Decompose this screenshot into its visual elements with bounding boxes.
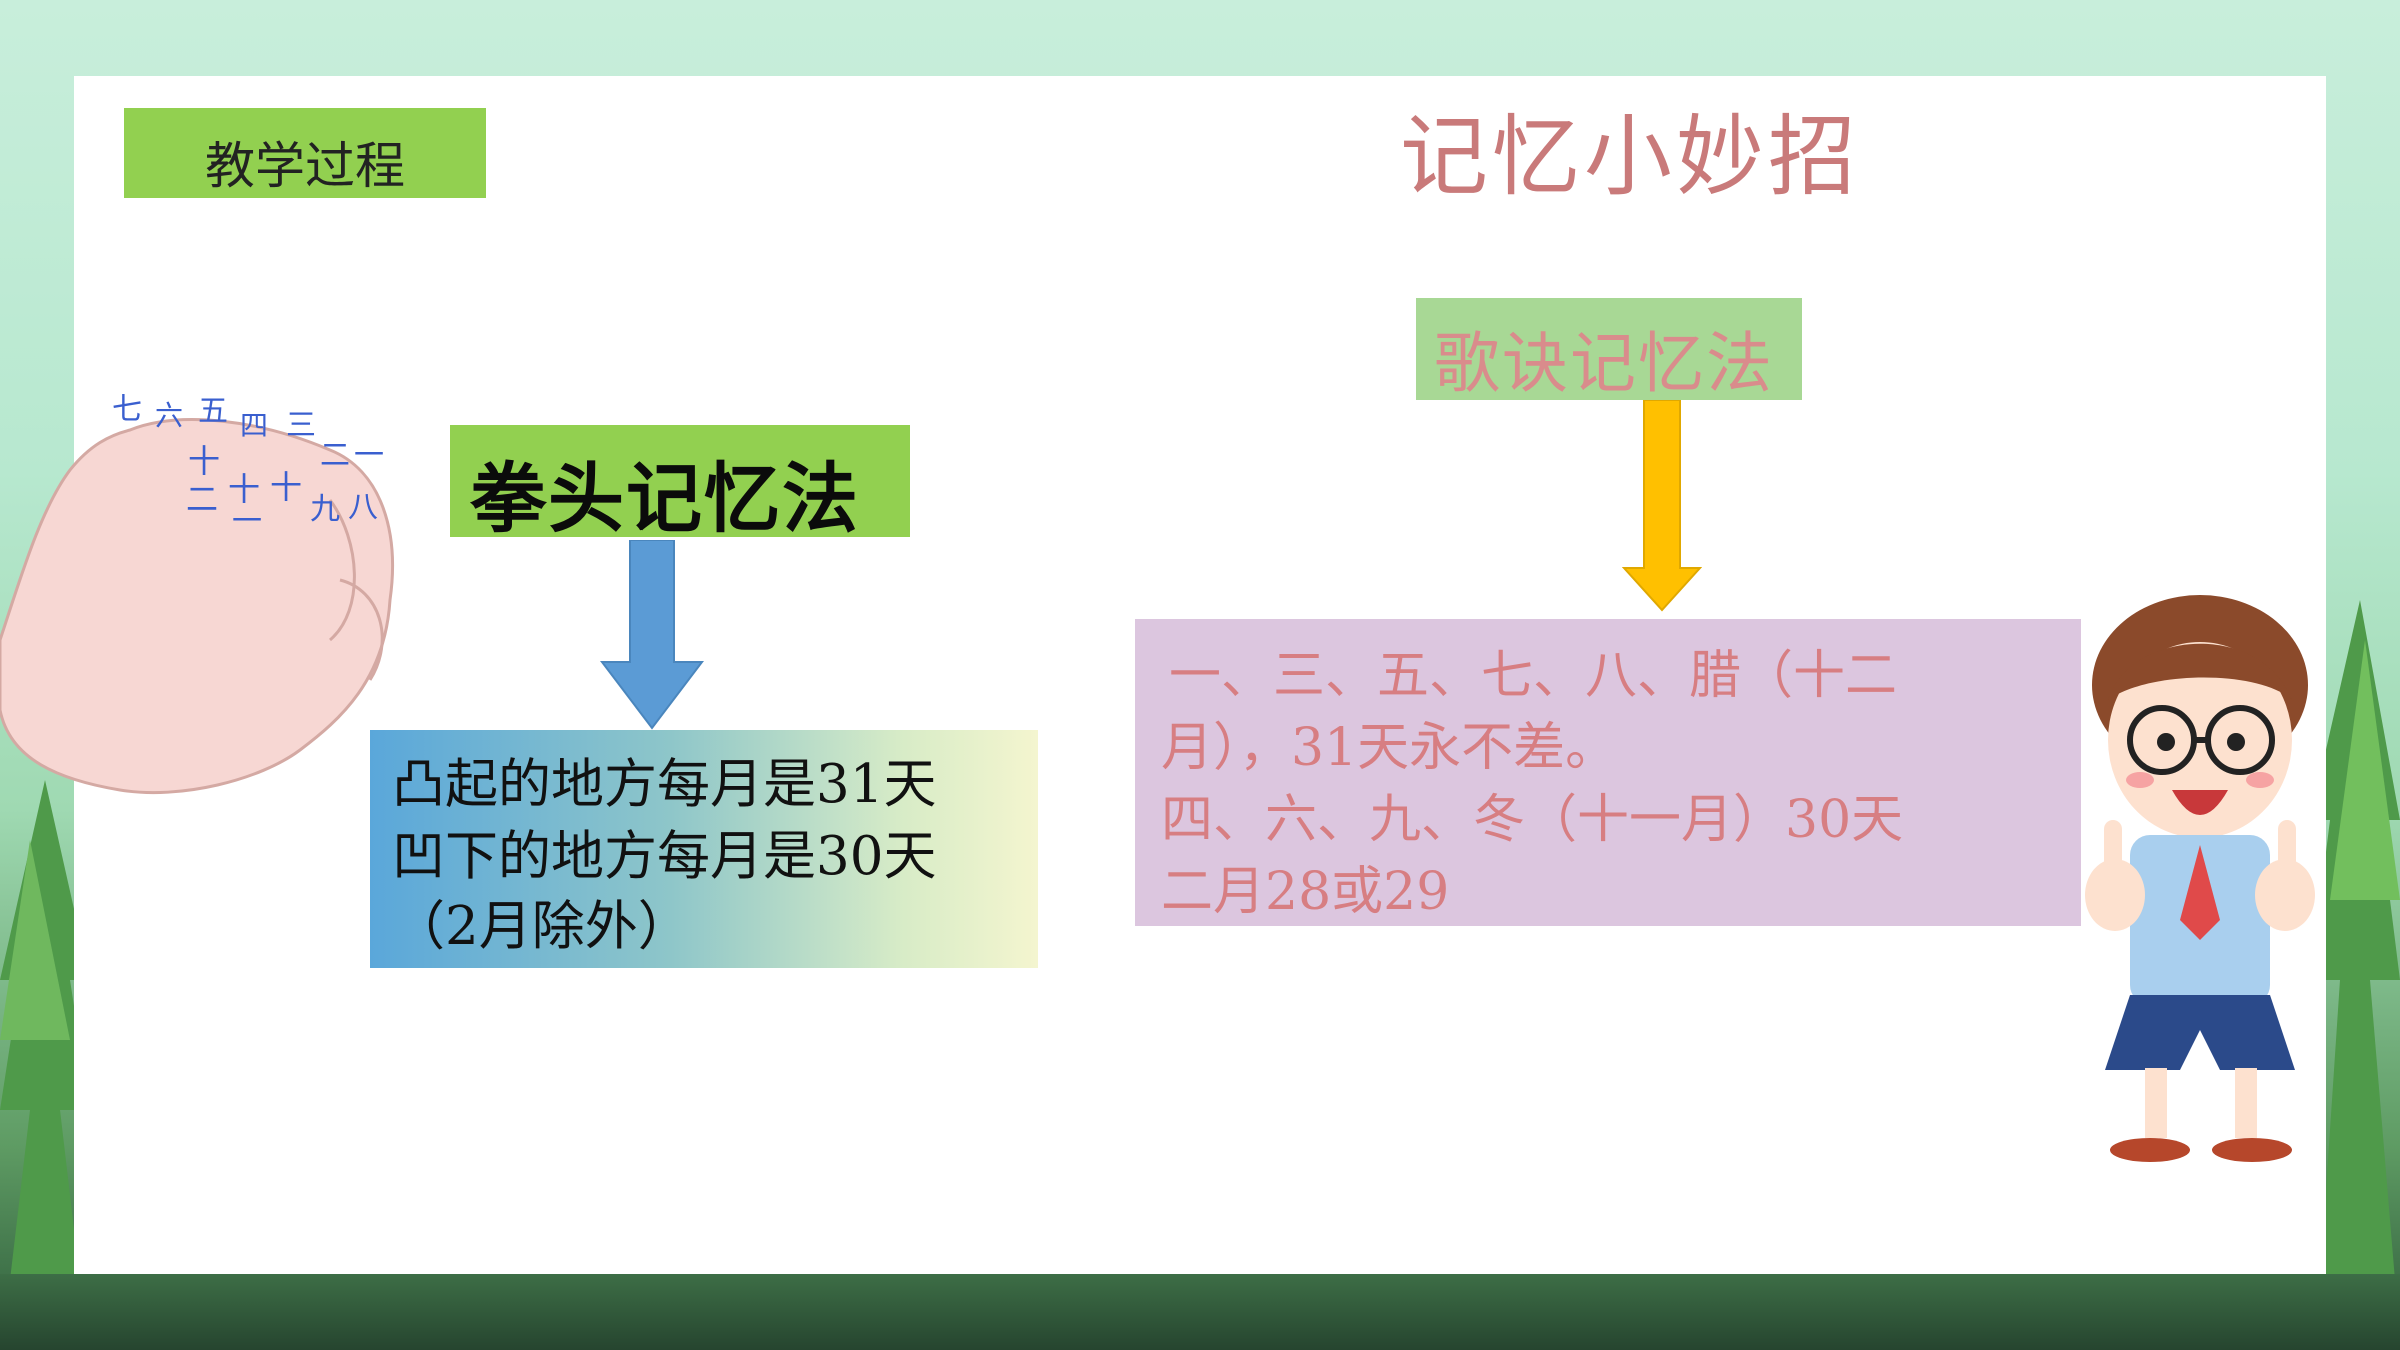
fist-line: （2月除外） [392,896,691,957]
song-line: 月），31天永不差。 [1161,718,1618,778]
song-description-box: 一、三、五、七、八、腊（十二 月），31天永不差。 四、六、九、冬（十一月）30… [1135,619,2081,926]
fist-illustration [0,418,394,795]
knuckle-label: 一 [232,504,262,539]
down-arrow-icon [1622,400,1702,612]
fist-method-label: 拳头记忆法 [470,454,860,543]
right-trees-decoration [2310,600,2400,1280]
knuckle-label: 七 [112,392,142,427]
knuckle-label: 六 [155,399,184,432]
left-trees-decoration [0,780,90,1280]
song-line: 一、三、五、七、八、腊（十二 [1169,646,1898,706]
knuckle-label: 九 [310,492,340,527]
fist-description-box: 凸起的地方每月是31天 凹下的地方每月是30天 （2月除外） [370,730,1038,968]
knuckle-label: 一 [354,438,384,473]
knuckle-label: 八 [348,490,378,525]
song-method-label: 歌诀记忆法 [1434,325,1774,402]
thumbs-up-boy-illustration [2085,595,2315,1162]
song-method-tag: 歌诀记忆法 [1416,298,1802,402]
knuckle-label: 二 [320,438,350,473]
knuckle-label: 五 [198,394,228,429]
fist-method-tag: 拳头记忆法 [450,425,910,543]
knuckle-label: 四 [240,409,269,442]
song-line: 四、六、九、冬（十一月）30天 [1161,790,1904,850]
fist-line: 凸起的地方每月是31天 [392,754,937,815]
knuckle-label: 十 [228,470,261,508]
knuckle-label: 三 [286,408,316,443]
section-tag-label: 教学过程 [205,137,405,195]
down-arrow-icon [600,540,704,730]
section-tag: 教学过程 [124,108,486,198]
knuckle-label: 十 [270,468,303,506]
page-title: 记忆小妙招 [1400,105,1861,208]
bottom-grass-strip [0,1274,2400,1350]
fist-line: 凹下的地方每月是30天 [392,826,937,887]
knuckle-label: 十 [188,442,221,480]
song-line: 二月28或29 [1161,862,1450,922]
knuckle-label: 二 [186,480,219,518]
